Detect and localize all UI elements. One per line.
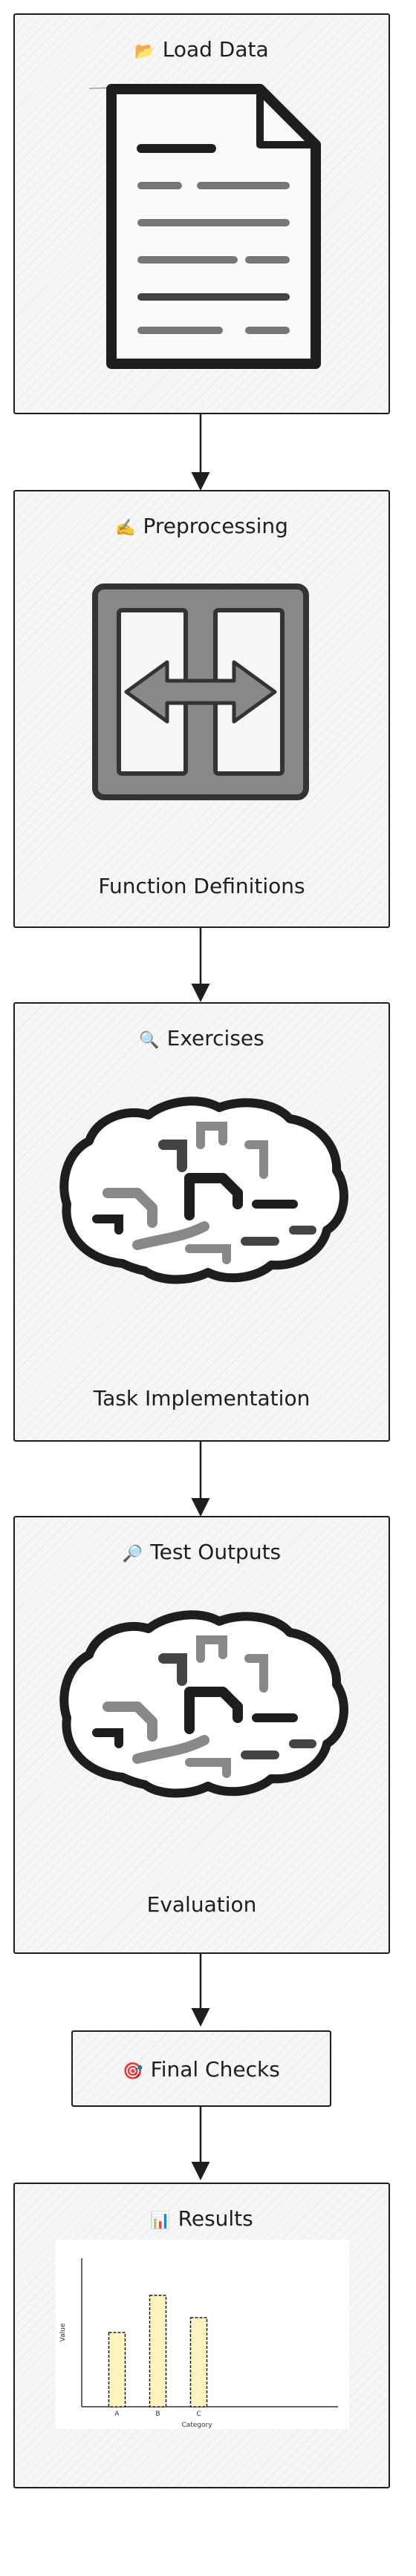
y-axis-label: Value <box>59 2323 67 2341</box>
magnifier-icon: 🔍 <box>139 1031 160 1050</box>
node-title: 🔍Exercises <box>139 1026 264 1050</box>
bar-C <box>189 2317 208 2407</box>
folder-icon: 📂 <box>134 42 155 61</box>
document-icon <box>89 84 321 369</box>
node-title: 📂Load Data <box>134 37 269 62</box>
x-axis-label: Category <box>181 2422 212 2429</box>
x-tick-label: B <box>155 2410 160 2418</box>
node-caption: Evaluation <box>146 1892 257 1917</box>
node-title: 🎯Final Checks <box>123 2057 280 2082</box>
brain-maze-icon <box>59 1610 348 1798</box>
node-title: 📊Results <box>150 2206 253 2231</box>
node-title: 🔎Test Outputs <box>122 1540 282 1564</box>
node-caption: Function Definitions <box>98 874 305 898</box>
bar-chart: Value Category A B C <box>59 2258 338 2429</box>
bar-chart-icon: 📊 <box>150 2211 171 2230</box>
magnifier-right-icon: 🔎 <box>122 1545 143 1563</box>
chart-panel: Value Category A B C <box>56 2240 349 2429</box>
node-test-outputs[interactable]: 🔎Test Outputs Evaluation <box>13 1516 390 1954</box>
split-arrows-icon <box>92 583 309 800</box>
node-final-checks[interactable]: 🎯Final Checks <box>71 2030 331 2107</box>
bar-B <box>149 2295 167 2407</box>
brain-maze-icon <box>59 1096 348 1284</box>
node-load-data[interactable]: 📂Load Data <box>13 13 390 414</box>
node-title: ✍️Preprocessing <box>115 514 288 538</box>
writing-hand-icon: ✍️ <box>115 519 136 537</box>
x-tick-label: C <box>196 2410 201 2418</box>
bar-A <box>108 2332 126 2407</box>
node-caption: Task Implementation <box>93 1386 311 1410</box>
node-preprocessing[interactable]: ✍️Preprocessing Function Definitions <box>13 490 390 928</box>
target-icon: 🎯 <box>123 2062 143 2081</box>
node-exercises[interactable]: 🔍Exercises Task Implementation <box>13 1002 390 1442</box>
x-tick-label: A <box>114 2410 120 2418</box>
node-results[interactable]: 📊Results Value Category A B C <box>13 2183 390 2488</box>
